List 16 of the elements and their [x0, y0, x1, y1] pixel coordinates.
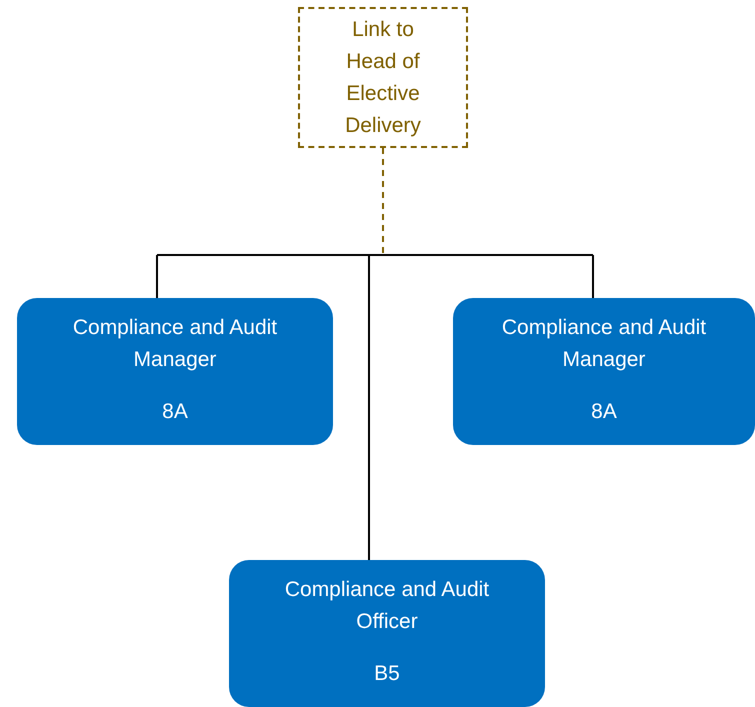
connector-line — [368, 255, 370, 560]
grade-label: 8A — [590, 399, 618, 425]
grade-label: B5 — [373, 661, 401, 687]
role-title: Compliance and Audit Manager — [72, 315, 278, 373]
grade-label: 8A — [161, 399, 189, 425]
connector-line — [156, 255, 158, 298]
role-box — [453, 298, 755, 445]
connector-line — [157, 254, 593, 256]
dashed-link-box — [298, 7, 468, 148]
role-title: Compliance and Audit Manager — [500, 315, 708, 373]
dashed-connector — [382, 148, 384, 255]
role-title: Compliance and Audit Officer — [284, 577, 490, 635]
role-box — [229, 560, 545, 707]
connector-line — [592, 255, 594, 298]
link-label: Link to Head of Elective Delivery — [344, 16, 422, 138]
role-box — [17, 298, 333, 445]
